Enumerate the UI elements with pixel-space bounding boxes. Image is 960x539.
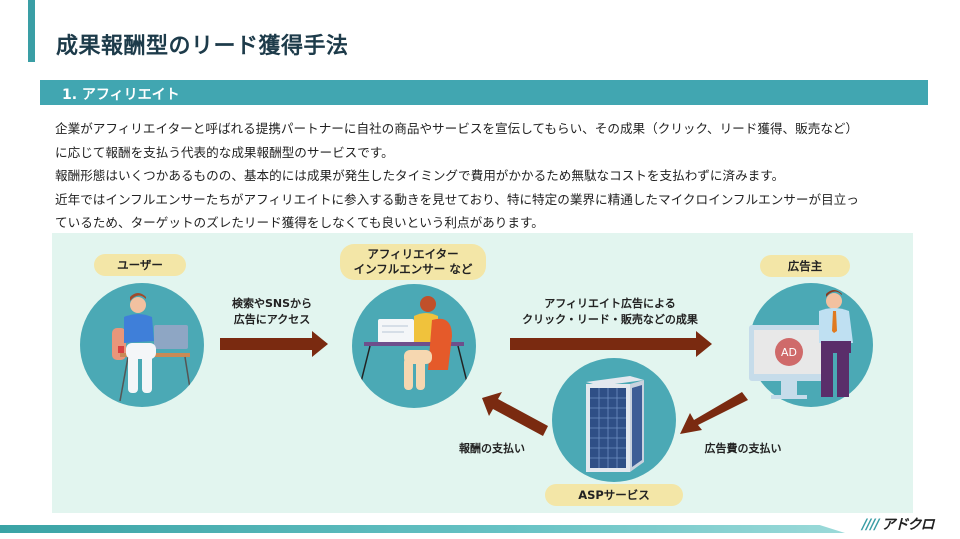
section-header: 1. アフィリエイト — [40, 80, 928, 105]
up-left-arrow-icon — [482, 392, 548, 436]
body-line: 報酬形態はいくつかあるものの、基本的には成果が発生したタイミングで費用がかかるた… — [55, 168, 785, 183]
user-illustration — [80, 283, 204, 407]
affiliate-label-line2: インフルエンサー など — [353, 262, 473, 276]
advertiser-label: 広告主 — [787, 259, 823, 273]
businessman-with-ad-monitor-icon: AD — [749, 283, 873, 407]
results-arrow-label-line1: アフィリエイト広告による — [544, 297, 676, 310]
affiliate-illustration — [352, 284, 476, 408]
footer-accent-bar — [0, 525, 845, 533]
right-arrow-icon — [220, 331, 328, 357]
asp-label: ASPサービス — [578, 488, 650, 502]
results-arrow-label-line2: クリック・リード・販売などの成果 — [522, 313, 698, 326]
section-title: 1. アフィリエイト — [62, 87, 180, 103]
ad-fee-payment-label: 広告費の支払い — [704, 442, 782, 455]
asp-illustration — [552, 358, 676, 482]
user-label-pill: ユーザー — [94, 254, 186, 276]
affiliate-label-line1: アフィリエイター — [367, 247, 459, 261]
page-title: 成果報酬型のリード獲得手法 — [56, 34, 349, 59]
asp-label-pill: ASPサービス — [545, 484, 683, 506]
person-at-laptop-icon — [112, 293, 193, 402]
access-arrow-label-line1: 検索やSNSから — [231, 297, 313, 310]
company-logo: ////アドクロ — [862, 514, 934, 534]
body-line: 近年ではインフルエンサーたちがアフィリエイトに参入する動きを見せており、特に特定… — [55, 191, 859, 207]
logo-text: アドクロ — [881, 517, 934, 533]
reward-payment-label: 報酬の支払い — [459, 442, 525, 455]
results-arrow-label: アフィリエイト広告による クリック・リード・販売などの成果 — [500, 296, 720, 328]
body-paragraph: 企業がアフィリエイターと呼ばれる提携パートナーに自社の商品やサービスを宣伝しても… — [55, 117, 925, 235]
title-accent-bar — [28, 0, 35, 62]
right-arrow-icon — [510, 331, 712, 357]
user-label: ユーザー — [117, 258, 163, 272]
ad-badge: AD — [781, 346, 797, 359]
access-arrow-label: 検索やSNSから 広告にアクセス — [222, 296, 322, 328]
body-line: 企業がアフィリエイターと呼ばれる提携パートナーに自社の商品やサービスを宣伝しても… — [55, 121, 859, 136]
down-left-arrow-icon — [680, 392, 748, 434]
body-line: ているため、ターゲットのズレたリード獲得をしなくても良いという利点があります。 — [55, 215, 544, 230]
logo-mark: //// — [862, 517, 879, 533]
advertiser-illustration: AD — [749, 283, 873, 407]
access-arrow-label-line2: 広告にアクセス — [233, 313, 311, 326]
person-at-desk-icon — [355, 296, 473, 403]
office-building-icon — [586, 376, 644, 472]
affiliate-label-pill: アフィリエイター インフルエンサー など — [340, 244, 486, 280]
advertiser-label-pill: 広告主 — [760, 255, 850, 277]
body-line: に応じて報酬を支払う代表的な成果報酬型のサービスです。 — [55, 144, 394, 160]
